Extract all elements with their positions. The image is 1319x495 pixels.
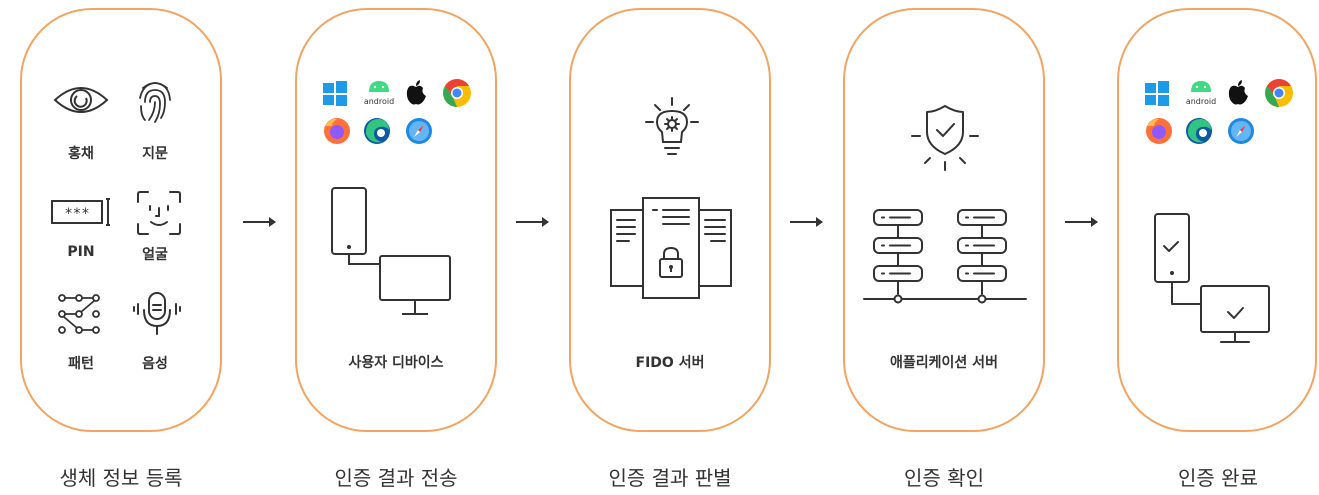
iris-icon [53, 87, 109, 113]
label-fido-server: FIDO 서버 [635, 355, 705, 371]
label-iris: 홍채 [68, 146, 94, 162]
monitor-icon [1200, 285, 1270, 333]
label-pattern: 패턴 [68, 356, 94, 372]
panel-auth-complete [1117, 8, 1317, 432]
label-voice: 음성 [142, 356, 168, 372]
device-connection-icon [331, 187, 451, 315]
pattern-icon [58, 294, 100, 334]
arrow-icon [516, 217, 549, 227]
caption-stage1: 생체 정보 등록 [59, 466, 183, 490]
label-face: 얼굴 [142, 247, 168, 263]
firefox-icon [324, 118, 350, 144]
label-application-server: 애플리케이션 서버 [890, 355, 998, 371]
android-icon: android [1186, 81, 1216, 106]
panel-biometric-registration [20, 8, 222, 432]
arrow-icon [1065, 217, 1098, 227]
caption-stage5: 인증 완료 [1178, 466, 1258, 490]
firefox-icon [1146, 118, 1172, 144]
chrome-icon [443, 79, 471, 107]
lightbulb-icon [645, 97, 699, 155]
label-pin: PIN [67, 244, 95, 260]
phone-icon [331, 187, 367, 255]
os-icons-stage2: android [322, 78, 482, 148]
safari-icon [1228, 118, 1254, 144]
face-icon [137, 191, 181, 235]
apple-icon [406, 80, 426, 105]
arrow-icon [243, 217, 276, 227]
svg-text:***: *** [64, 206, 89, 222]
panel-application-server [843, 8, 1045, 432]
verified-device-icon [1154, 213, 1270, 343]
svg-text:android: android [1186, 97, 1216, 106]
edge-icon [1186, 118, 1212, 144]
windows-icon [1145, 81, 1169, 106]
label-fingerprint: 지문 [142, 146, 168, 162]
windows-icon [323, 81, 347, 106]
label-user-device: 사용자 디바이스 [348, 355, 444, 371]
server-rack-icon [863, 209, 1027, 304]
pin-icon: *** [51, 198, 110, 226]
caption-stage4: 인증 확인 [904, 466, 984, 490]
os-icons-stage5: android [1144, 78, 1304, 148]
voice-icon [133, 292, 181, 335]
android-icon: android [364, 81, 394, 106]
svg-text:android: android [364, 97, 394, 106]
monitor-icon [379, 255, 451, 301]
chrome-icon [1265, 79, 1293, 107]
arrow-icon [790, 217, 823, 227]
caption-stage3: 인증 결과 판별 [608, 466, 732, 490]
shield-icon [911, 105, 979, 171]
server-icon [610, 197, 732, 299]
lock-icon [659, 246, 683, 278]
apple-icon [1228, 80, 1248, 105]
caption-stage2: 인증 결과 전송 [334, 466, 458, 490]
safari-icon [406, 118, 432, 144]
panel-user-device [295, 8, 497, 432]
edge-icon [364, 118, 390, 144]
fingerprint-icon [139, 82, 171, 123]
